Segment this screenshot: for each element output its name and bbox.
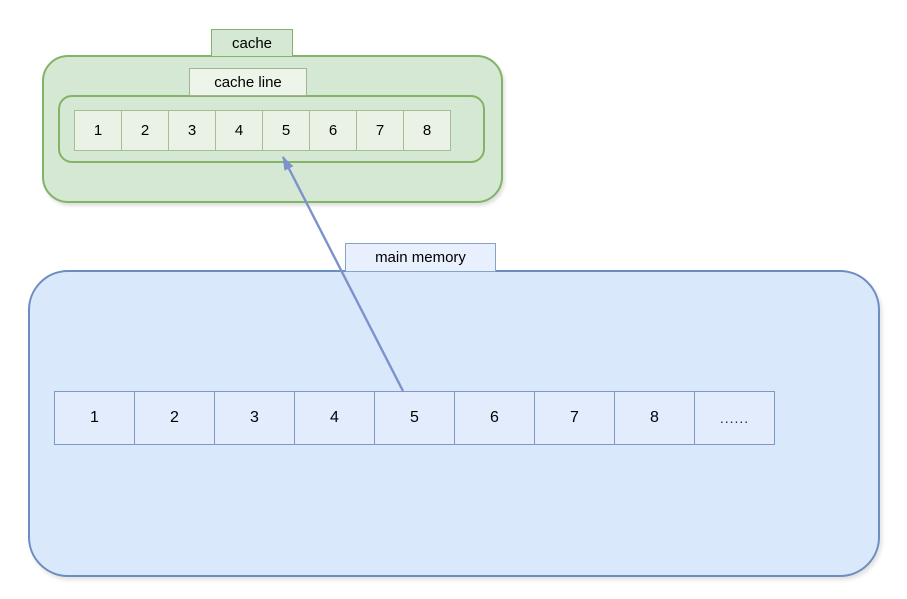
main-memory-cell-ellipsis: ...... (694, 391, 775, 445)
cache-line-cell-6: 6 (309, 110, 357, 151)
cache-line-cell-1: 1 (74, 110, 122, 151)
main-memory-cell-8: 8 (614, 391, 695, 445)
main-memory-cell-2: 2 (134, 391, 215, 445)
cache-line-cell-5: 5 (262, 110, 310, 151)
main-memory-cell-4: 4 (294, 391, 375, 445)
main-memory-cell-7: 7 (534, 391, 615, 445)
main-memory-cell-1: 1 (54, 391, 135, 445)
main-memory-label: main memory (345, 243, 496, 272)
main-memory-cell-5: 5 (374, 391, 455, 445)
cache-line-cell-4: 4 (215, 110, 263, 151)
cache-line-cells-row: 1 2 3 4 5 6 7 8 (74, 110, 451, 151)
cache-line-cell-3: 3 (168, 110, 216, 151)
main-memory-cell-3: 3 (214, 391, 295, 445)
cache-line-label: cache line (189, 68, 307, 96)
main-memory-cells-row: 1 2 3 4 5 6 7 8 ...... (54, 391, 775, 445)
main-memory-cell-6: 6 (454, 391, 535, 445)
cache-line-cell-8: 8 (403, 110, 451, 151)
cache-line-cell-2: 2 (121, 110, 169, 151)
cache-line-cell-7: 7 (356, 110, 404, 151)
cache-label: cache (211, 29, 293, 57)
